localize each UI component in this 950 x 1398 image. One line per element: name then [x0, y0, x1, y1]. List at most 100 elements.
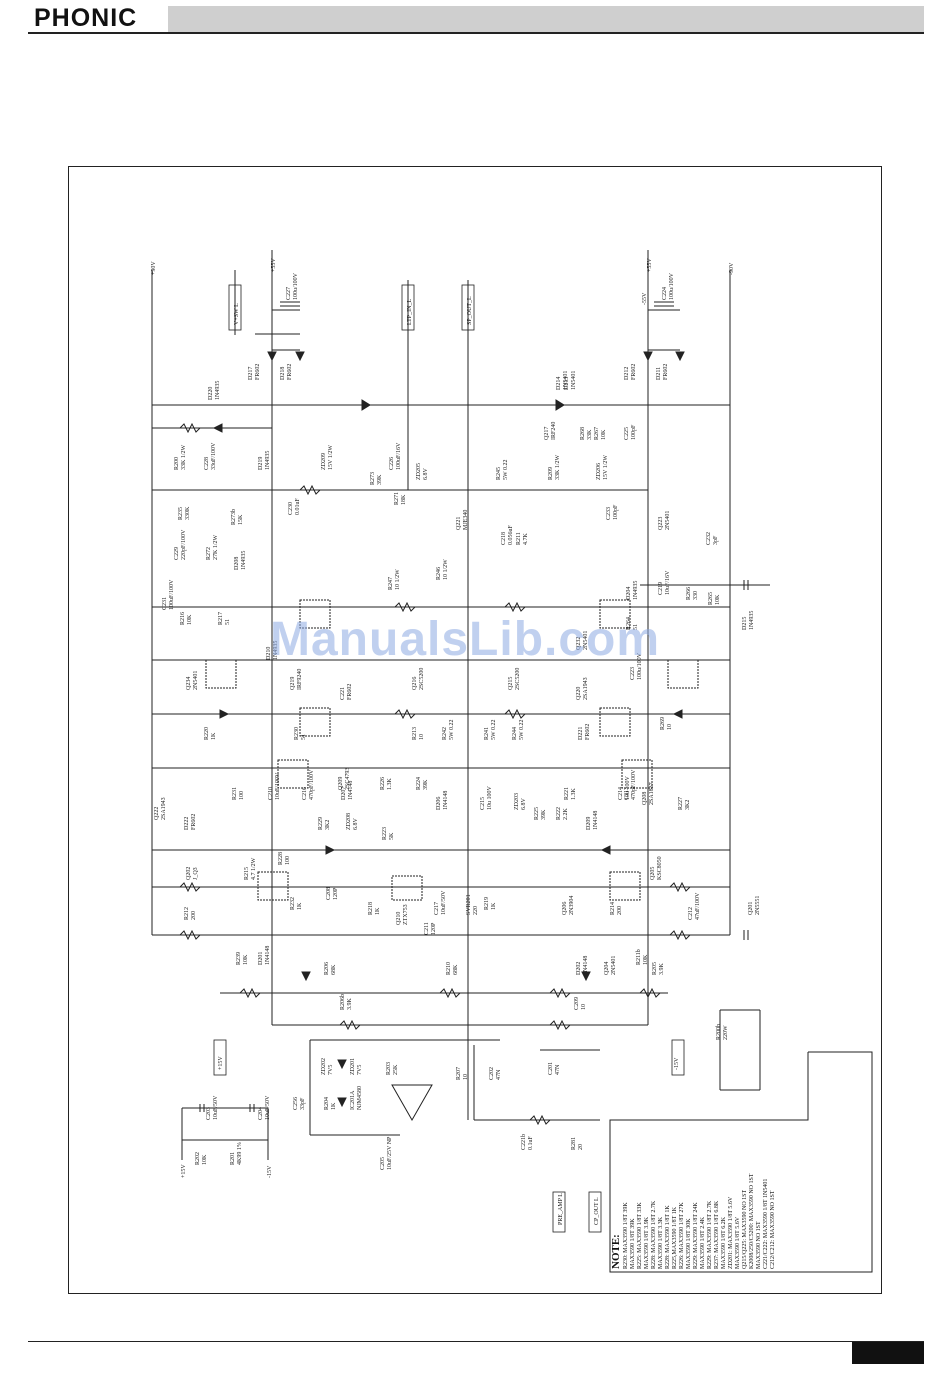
note-line: K2008/250/C5200: MAX3590 NO 1ST	[749, 1173, 755, 1269]
component-value: 1K	[375, 907, 381, 915]
component-value: 10	[667, 724, 673, 730]
component-value: 10K	[243, 954, 249, 965]
component-ref: D204	[626, 587, 632, 600]
component-label: R21068K	[446, 962, 459, 975]
component-value: 1N4935	[633, 581, 639, 600]
component-label: R273b15K	[231, 509, 244, 525]
component-label: R2261.3K	[380, 777, 393, 790]
component-label: D211FR602	[656, 364, 669, 380]
component-label: SVR201220	[466, 894, 479, 915]
component-value: 220	[473, 906, 479, 915]
component-value: 1K	[211, 732, 217, 740]
component-value: 10uF/50V	[213, 1095, 219, 1120]
component-value: 39K	[377, 474, 383, 485]
component-ref: C209	[574, 997, 580, 1010]
component-value: 3.9K	[347, 998, 353, 1011]
component-label: D221FR602	[578, 724, 591, 740]
note-lines: R230: MAX3590 1/8T 39K MAX3590 1/8T 39K R…	[623, 1123, 777, 1269]
component-ref: Q202	[186, 867, 192, 880]
component-ref: R206	[324, 962, 330, 975]
component-ref: R200b	[716, 1024, 722, 1040]
component-label: ZD2086.8V	[346, 813, 359, 830]
component-label: D2131N5401	[564, 371, 577, 390]
note-line: MAX3590 1/8T 39K	[630, 1218, 636, 1269]
component-ref: ZD203	[514, 793, 520, 810]
note-line: MAX3590 1/8T 30K	[686, 1218, 692, 1269]
net-plus15-bottom: +15V	[181, 1164, 187, 1178]
component-ref: C201	[548, 1062, 554, 1075]
component-value: 47uF/100V	[695, 892, 701, 920]
component-value: FR602	[287, 364, 293, 380]
header-bar	[168, 6, 924, 32]
component-ref: Q221	[456, 517, 462, 530]
component-value: 4.7K	[523, 533, 529, 546]
wires	[151, 250, 873, 1273]
component-value: 4.7 1/2W	[251, 857, 257, 880]
component-value: 3pF	[713, 535, 719, 545]
component-label: R22539K	[534, 807, 547, 820]
component-ref: C219	[658, 582, 664, 595]
component-label: Q2162SC5200	[412, 668, 425, 690]
component-label: R20325K	[386, 1062, 399, 1075]
net-label-boxes	[213, 284, 685, 1233]
component-label: Q2012N5551	[748, 896, 761, 915]
component-value: 2N5401	[665, 511, 671, 530]
component-ref: R221	[564, 787, 570, 800]
component-value: 15V 1/2W	[328, 445, 334, 470]
component-label: D2041N4935	[626, 581, 639, 600]
component-label: C20147N	[548, 1062, 561, 1075]
component-label: C227100u/100V	[286, 272, 299, 300]
component-label: R20933K 1/2W	[548, 455, 561, 481]
component-value: 2SC5200	[419, 668, 425, 690]
component-ref: R267	[594, 427, 600, 440]
component-ref: R219	[484, 897, 490, 910]
component-ref: Q223	[658, 517, 664, 530]
component-value: 6.8V	[521, 798, 527, 811]
component-ref: R223	[382, 827, 388, 840]
component-label: R27339K	[370, 472, 383, 485]
component-value: 2SA1837	[649, 782, 655, 805]
component-value: 0.056uF	[508, 525, 514, 546]
component-ref: Q234	[186, 677, 192, 690]
component-label: R26710K	[594, 427, 607, 440]
component-value: FR602	[347, 684, 353, 700]
component-ref: C227	[286, 287, 292, 300]
note-line: R230: MAX3590 1/8T 39K	[623, 1202, 629, 1269]
component-value: 200	[617, 906, 623, 915]
component-ref: D202	[576, 962, 582, 975]
component-label: D2101N4935	[266, 641, 279, 660]
component-value: 1N5401	[571, 371, 577, 390]
note-line: C221/C222: MAX3590 1/8T 1N5401	[763, 1178, 769, 1269]
component-ref: R273b	[231, 509, 237, 525]
component-label: R2114.7K	[516, 532, 529, 545]
component-value: 5W 0.22	[519, 719, 525, 740]
component-ref: C233	[606, 507, 612, 520]
component-label: R2415W 0.22	[484, 719, 497, 740]
net-pre-amp: PRE_AMP L	[558, 1193, 564, 1225]
component-label: Q217IRF240	[544, 422, 557, 440]
component-label: R23910K	[236, 952, 249, 965]
component-label: R231100	[232, 787, 245, 800]
component-label: R2181K	[368, 902, 381, 915]
component-ref: D206	[436, 797, 442, 810]
component-ref: R213	[412, 727, 418, 740]
component-label: D2151N4935	[742, 611, 755, 630]
component-ref: D209	[586, 817, 592, 830]
component-ref: Q204	[604, 962, 610, 975]
component-ref: Q222	[154, 807, 160, 820]
component-ref: D222	[184, 817, 190, 830]
note-line: R237: MAX3590 1/8T 6.8K	[714, 1200, 720, 1269]
component-value: 1.3K	[571, 788, 577, 801]
component-value: 2SC5200	[515, 668, 521, 690]
component-value: 470pF/100V	[631, 769, 637, 800]
component-value: 4K99 1%	[237, 1142, 243, 1165]
component-label: C20910	[574, 997, 587, 1010]
component-ref: C256	[293, 1097, 299, 1110]
component-ref: D210	[266, 647, 272, 660]
component-label: ZD2027V5	[321, 1058, 334, 1075]
component-value: 10uF/25V NP	[387, 1136, 393, 1170]
component-label: R2455W 0.22	[496, 459, 509, 480]
component-label: R2053.9K	[652, 962, 665, 975]
component-value: 10	[581, 1004, 587, 1010]
component-value: IRF9240	[297, 669, 303, 690]
